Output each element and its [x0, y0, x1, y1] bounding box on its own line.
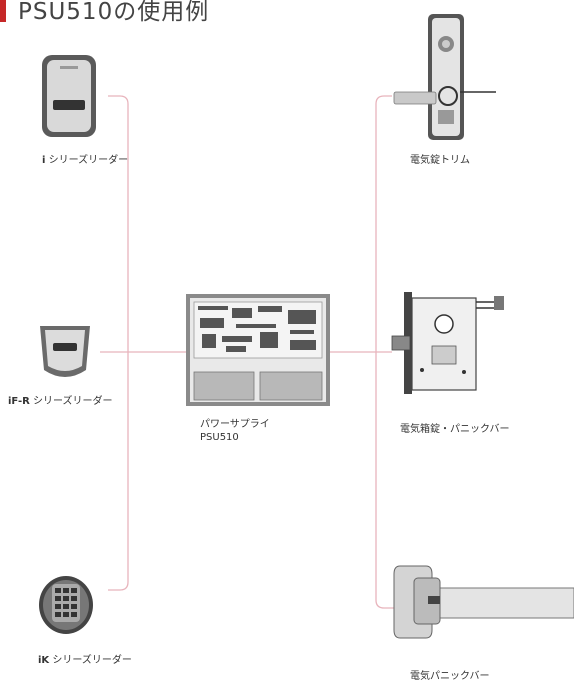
lock-trim-image: [393, 14, 496, 140]
mortise-lock-label: 電気箱錠・パニックバー: [400, 424, 510, 435]
ifr-series-reader-label: iF-R シリーズリーダー: [8, 392, 113, 407]
panic-bar-label: 電気パニックバー: [410, 671, 490, 682]
panic-bar-image: [393, 565, 574, 639]
ik-series-reader-image: [39, 576, 93, 634]
ifr-series-reader-image: [40, 326, 90, 377]
ifr-series-text: シリーズリーダー: [33, 396, 113, 407]
diagram-title: PSU510の使用例: [0, 0, 300, 25]
i-series-reader-label: i シリーズリーダー: [42, 151, 128, 166]
lock-trim-label: 電気錠トリム: [410, 155, 470, 166]
power-supply-label-line1: パワーサプライ: [200, 419, 270, 430]
i-series-reader-image: [42, 55, 96, 137]
lock-bus-line: [375, 95, 396, 609]
i-series-prefix: i: [42, 155, 46, 166]
i-series-text: シリーズリーダー: [48, 155, 129, 166]
title-text: PSU510の使用例: [18, 0, 210, 25]
ik-series-reader-label: iK シリーズリーダー: [38, 651, 132, 666]
ik-series-text: シリーズリーダー: [52, 655, 132, 666]
connector-lines: [100, 95, 396, 609]
power-supply-image: [186, 294, 330, 406]
mortise-lock-image: [391, 292, 504, 394]
title-accent-bar: [0, 0, 6, 22]
ik-series-prefix: iK: [38, 655, 50, 666]
ifr-series-prefix: iF-R: [8, 396, 30, 407]
power-supply-label-line2: PSU510: [200, 432, 239, 443]
reader-bus-line: [108, 95, 129, 591]
power-supply-label: パワーサプライ PSU510: [200, 418, 270, 444]
